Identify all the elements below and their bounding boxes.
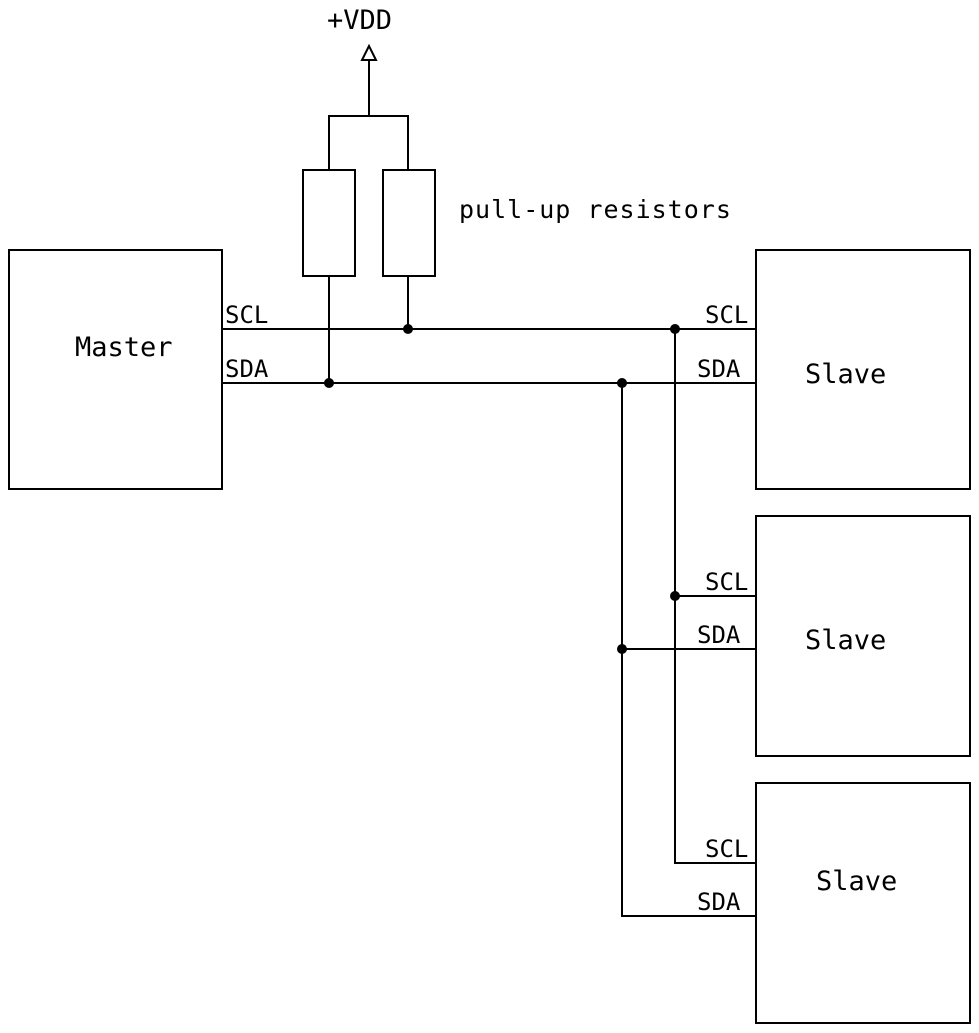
slave-2-sda-label: SDA	[697, 621, 741, 649]
slave-1-sda-label: SDA	[697, 355, 741, 383]
junction-dot	[617, 644, 627, 654]
slave-block-1	[755, 249, 971, 490]
vdd-arrow-icon	[360, 43, 378, 61]
slave-block-2	[755, 515, 971, 757]
slave-block-3	[755, 782, 971, 1024]
master-scl-label: SCL	[225, 301, 268, 329]
slave-1-label: Slave	[805, 359, 886, 390]
master-sda-label: SDA	[225, 355, 269, 383]
slave-1-scl-label: SCL	[705, 301, 748, 329]
pull-up-resistor-sda	[302, 169, 356, 277]
vdd-label: +VDD	[327, 5, 392, 36]
slave-3-label: Slave	[816, 866, 897, 897]
master-label: Master	[75, 332, 173, 363]
junction-dot	[403, 324, 413, 334]
slave-3-sda-label: SDA	[697, 888, 741, 916]
junction-dot	[670, 324, 680, 334]
master-block	[8, 249, 223, 490]
slave-2-label: Slave	[805, 625, 886, 656]
slave-3-scl-label: SCL	[705, 835, 748, 863]
junction-dot	[324, 378, 334, 388]
junction-dot	[670, 591, 680, 601]
pull-up-resistors-label: pull-up resistors	[459, 195, 732, 224]
junction-dot	[617, 378, 627, 388]
pull-up-resistor-scl	[382, 169, 436, 277]
slave-2-scl-label: SCL	[705, 568, 748, 596]
